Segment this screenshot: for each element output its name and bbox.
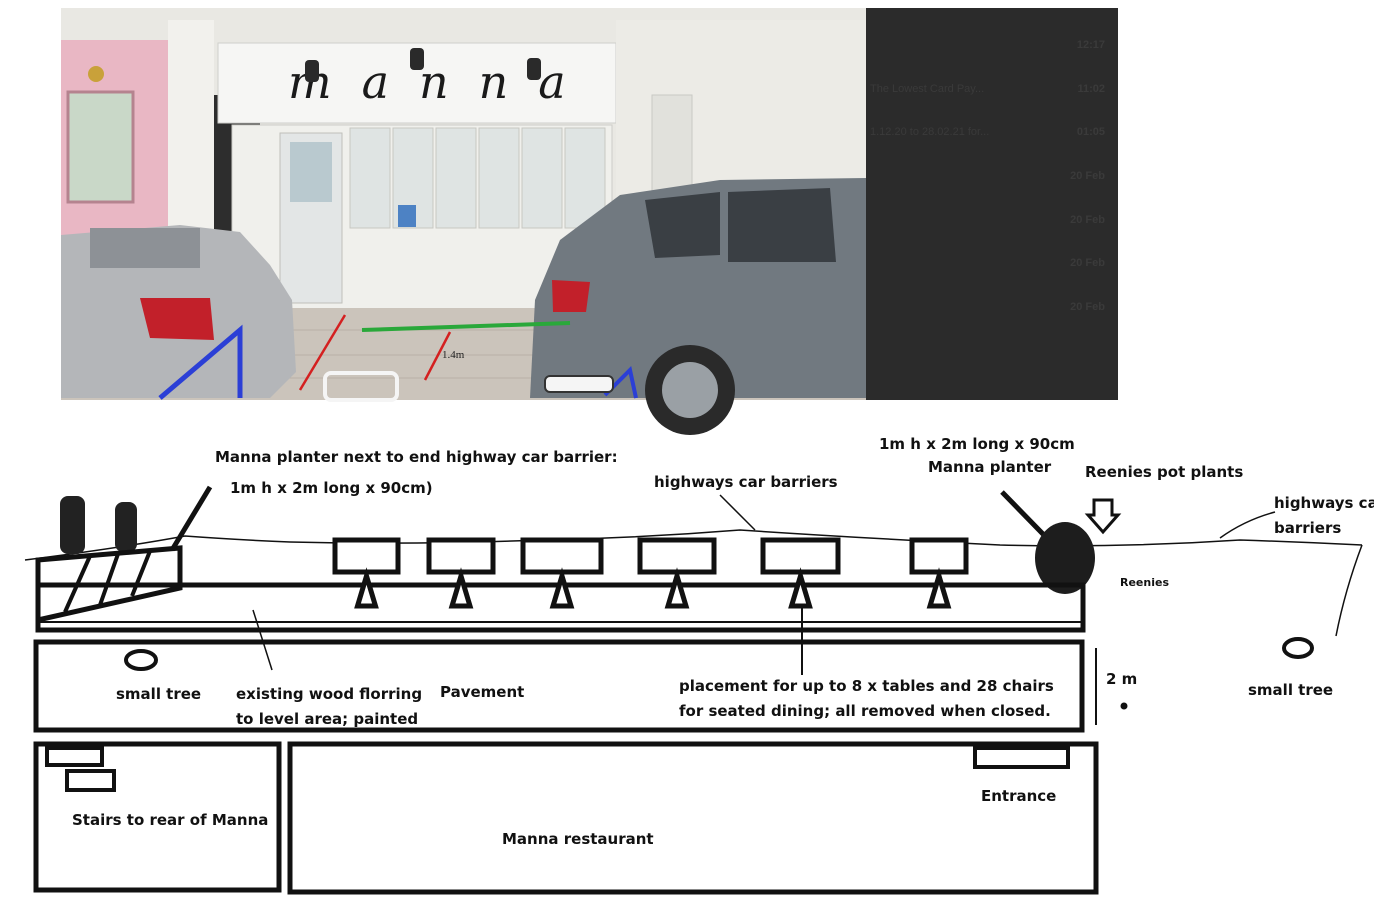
label-barriers-mid: highways car barriers [654,473,838,491]
green-measure-line [361,321,571,332]
plan-drawing [24,485,1363,895]
shop-sign-text: manna [288,55,596,109]
notification-time: 12:17 [1077,39,1105,51]
label-entrance: Entrance [981,787,1056,805]
label-small-tree-right: small tree [1248,681,1333,699]
blue-barrier-line [158,324,243,400]
reenies-pot-plants [1035,522,1095,594]
label-stairs: Stairs to rear of Manna [72,811,268,829]
chair-marker [448,567,474,609]
label-restaurant: Manna restaurant [502,830,654,848]
notification-time: 20 Feb [1070,170,1105,182]
notification-times: 12:17 11:02 01:05 20 Feb 20 Feb 20 Feb 20 Feb [1070,39,1105,313]
red-measure-line [423,331,452,381]
street-photo: manna [61,8,1118,435]
notification-time: 20 Feb [1070,257,1105,269]
road-edge-line [24,529,1363,561]
label-placement-2: for seated dining; all removed when clos… [679,702,1051,720]
table-box [520,537,604,575]
chair-marker [549,567,575,609]
leader-line [1219,511,1276,539]
chair-marker [788,567,813,609]
small-tree-left-icon [124,649,158,671]
car-barrier-white [544,375,614,393]
label-two-metres: 2 m [1106,670,1137,688]
table-box [332,537,401,575]
entrance-door [973,746,1070,769]
shrub-left [60,496,137,554]
notification-time: 01:05 [1077,126,1105,138]
pavement-area [33,639,1085,733]
label-planter-left: Manna planter next to end highway car ba… [215,448,618,466]
small-tree-right-icon [1282,637,1314,659]
leader-line [169,485,213,552]
label-wood-floor: existing wood florring [236,685,422,703]
table-box [909,537,969,575]
measure-label: 1.4m [442,349,465,361]
leader-line [719,494,756,531]
notification-time: 11:02 [1077,83,1105,95]
chair-marker [664,567,690,609]
label-reenies: Reenies [1120,576,1169,589]
notification-time: 20 Feb [1070,301,1105,313]
label-barriers-right-2: barriers [1274,519,1341,537]
table-box [637,537,717,575]
chair-marker [354,567,379,609]
phone-notification-panel [866,8,1118,400]
notification-time: 20 Feb [1070,214,1105,226]
label-wood-floor-2: to level area; painted [236,710,418,728]
table-box [760,537,841,575]
car-barrier-white [323,371,399,402]
notification-snippet: 1.12.20 to 28.02.21 for... [870,126,989,138]
chair-marker [926,567,952,609]
down-arrow-icon [1084,498,1122,535]
label-placement: placement for up to 8 x tables and 28 ch… [679,677,1054,695]
label-planter-left-dims: 1m h x 2m long x 90cm) [230,479,433,497]
manna-restaurant-area [287,741,1099,895]
label-reenies-pots: Reenies pot plants [1085,463,1243,481]
red-measure-line [298,314,347,391]
label-barriers-right: highways car [1274,494,1374,512]
table-box [426,537,496,575]
stairs-area [33,741,282,893]
label-small-tree-left: small tree [116,685,201,703]
barrier-tables [332,537,969,609]
notification-snippet: The Lowest Card Pay... [870,83,984,95]
label-planter-right: Manna planter [928,458,1052,476]
label-pavement: Pavement [440,683,524,701]
label-planter-right-dims: 1m h x 2m long x 90cm [879,435,1075,453]
